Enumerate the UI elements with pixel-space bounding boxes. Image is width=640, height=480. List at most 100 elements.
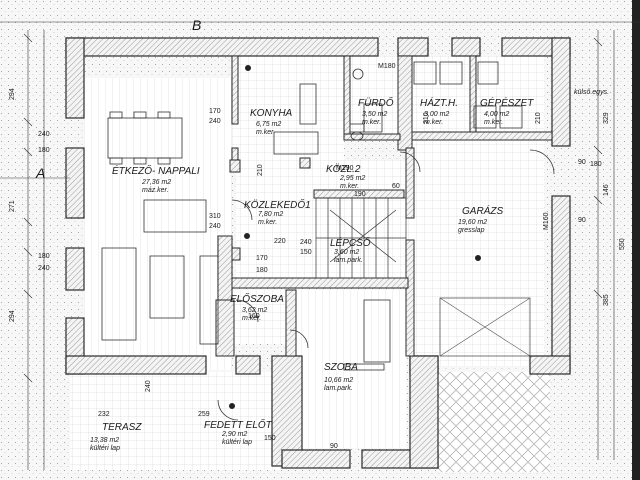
dim-inner-9: 150 xyxy=(300,249,312,256)
dim-inner-17: M160 xyxy=(543,212,550,230)
outdoor-unit-note: külső.egys. xyxy=(574,89,609,96)
corridor-floor xyxy=(236,160,412,278)
dim-inner-13: 90 xyxy=(578,159,586,166)
living-floor xyxy=(84,78,232,370)
dim-inner-18: M180 xyxy=(378,63,396,70)
room-area: 13,38 m2 xyxy=(90,437,119,444)
room-furdo: FÜRDŐ 3,50 m2 m.ker. xyxy=(358,95,394,126)
right-dark-edge xyxy=(632,0,640,480)
room-konyha: KONYHA 6,75 m2 m.ker. xyxy=(250,108,293,136)
room-name: FEDETT ELŐT xyxy=(204,417,273,431)
dim-inner-2: 240 xyxy=(209,118,221,125)
dim-inner-3: 310 xyxy=(209,213,221,220)
garage-door-opening xyxy=(439,297,531,357)
dim-inner-5: 220 xyxy=(274,238,286,245)
room-area: 3,50 m2 xyxy=(362,111,387,118)
dim-inner-16: 90 xyxy=(578,217,586,224)
dim-inner-15: 210 xyxy=(423,112,430,124)
room-area: 6,75 m2 xyxy=(256,121,281,128)
room-floor: kültéri lap xyxy=(222,439,252,446)
dim-left-3: 180 xyxy=(38,147,50,154)
room-name: LÉPCSŐ xyxy=(330,235,371,249)
room-floor xyxy=(296,290,406,448)
room-kozlekedo1: KÖZLEKEDŐ1 7,80 m2 m.ker. xyxy=(244,197,311,226)
dim-left-2: 240 xyxy=(38,131,50,138)
room-name: KÖZL.2 xyxy=(326,163,361,175)
dim-inner-8: 240 xyxy=(300,239,312,246)
room-floor: máz.ker. xyxy=(142,187,169,194)
room-name: FÜRDŐ xyxy=(358,95,394,109)
room-eloszoba: ELŐSZOBA 3,62 m2 m.ker. xyxy=(230,291,284,322)
room-terasz: TERASZ 13,38 m2 kültéri lap xyxy=(90,422,142,452)
room-gepeszet: GÉPÉSZET 4,00 m2 m.ker. xyxy=(480,96,534,126)
dim-right-5: 385 xyxy=(603,294,610,306)
room-floor: m.ker. xyxy=(340,183,359,190)
room-haztartasi: HÁZT.H. 3,00 m2 m.ker. xyxy=(420,96,458,126)
door-swings xyxy=(217,149,555,421)
room-area: 7,80 m2 xyxy=(258,211,283,218)
room-floor: m.ker. xyxy=(242,315,261,322)
room-area: 19,60 m2 xyxy=(458,219,487,226)
room-area: 3,60 m2 xyxy=(334,249,359,256)
dimension-lines xyxy=(0,21,640,470)
room-area: 4,00 m2 xyxy=(484,111,509,118)
room-floor: m.ker. xyxy=(258,219,277,226)
dim-right-3: 146 xyxy=(603,184,610,196)
dim-left-4: 271 xyxy=(9,200,16,212)
garage-door-diag-2 xyxy=(439,297,531,357)
dim-inner-4: 240 xyxy=(209,223,221,230)
room-floor: m.ker. xyxy=(362,119,381,126)
right-dimensions: 329 180 146 550 385 xyxy=(590,112,626,306)
stair xyxy=(315,197,407,279)
dim-left-6: 240 xyxy=(38,265,50,272)
dim-inner-10: 210 xyxy=(257,164,264,176)
kitchen-floor xyxy=(232,56,344,160)
dim-left-1: 294 xyxy=(9,88,16,100)
dim-inner-22: 240 xyxy=(145,380,152,392)
wet-floor xyxy=(344,56,544,140)
room-name: KONYHA xyxy=(250,108,293,119)
dim-inner-1: 170 xyxy=(209,108,221,115)
dim-inner-25: 160 xyxy=(248,313,260,320)
room-floor: lam.park. xyxy=(324,385,353,392)
room-floor: gresslap xyxy=(458,227,485,234)
axis-tag-a: A xyxy=(35,165,45,181)
driveway-paving xyxy=(438,372,550,472)
room-area: 3,00 m2 xyxy=(424,111,449,118)
room-name: GÉPÉSZET xyxy=(480,96,534,109)
room-name: ELŐSZOBA xyxy=(230,291,284,305)
room-name: SZOBA xyxy=(324,362,358,373)
exterior-walls xyxy=(65,37,571,469)
dim-left-5: 180 xyxy=(38,253,50,260)
entry-floor xyxy=(230,290,292,344)
room-area: 2,95 m2 xyxy=(339,175,365,182)
room-garazs: GARÁZS 19,60 m2 gresslap xyxy=(458,204,503,234)
room-name: KÖZLEKEDŐ1 xyxy=(244,197,311,211)
room-floor: m.ker. xyxy=(424,119,443,126)
terrace-floor xyxy=(70,372,282,470)
room-etkezo-nappali: ÉTKEZŐ- NAPPALI 27,36 m2 máz.ker. xyxy=(112,163,200,194)
dim-inner-19: M190 xyxy=(336,165,354,172)
dim-inner-23: 150 xyxy=(264,435,276,442)
axis-tag-b: B xyxy=(192,17,201,33)
dim-inner-11: 190 xyxy=(354,191,366,198)
level-markers xyxy=(229,65,481,409)
room-area: 27,36 m2 xyxy=(141,179,171,186)
dim-inner-20: 259 xyxy=(198,411,210,418)
room-fedett-elott: FEDETT ELŐT 2,90 m2 kültéri lap xyxy=(204,417,273,446)
dim-inner-7: 180 xyxy=(256,267,268,274)
dim-right-4: 550 xyxy=(619,238,626,250)
room-area: 3,62 m2 xyxy=(242,307,267,314)
room-area: 2,90 m2 xyxy=(221,431,247,438)
dim-right-1: 329 xyxy=(603,112,610,124)
room-name: ÉTKEZŐ- NAPPALI xyxy=(112,163,200,177)
dim-inner-24: 90 xyxy=(330,443,338,450)
room-name: HÁZT.H. xyxy=(420,96,458,109)
dim-inner-12: 60 xyxy=(392,183,400,190)
left-dimensions: 294 240 180 271 180 240 294 xyxy=(9,88,50,322)
room-lepcso: LÉPCSŐ 3,60 m2 lam.park. xyxy=(330,235,371,264)
interior-walls xyxy=(215,55,553,357)
room-kozl2: KÖZL.2 2,95 m2 m.ker. xyxy=(326,163,365,190)
room-name: GARÁZS xyxy=(462,204,503,217)
dim-inner-14: 210 xyxy=(535,112,542,124)
